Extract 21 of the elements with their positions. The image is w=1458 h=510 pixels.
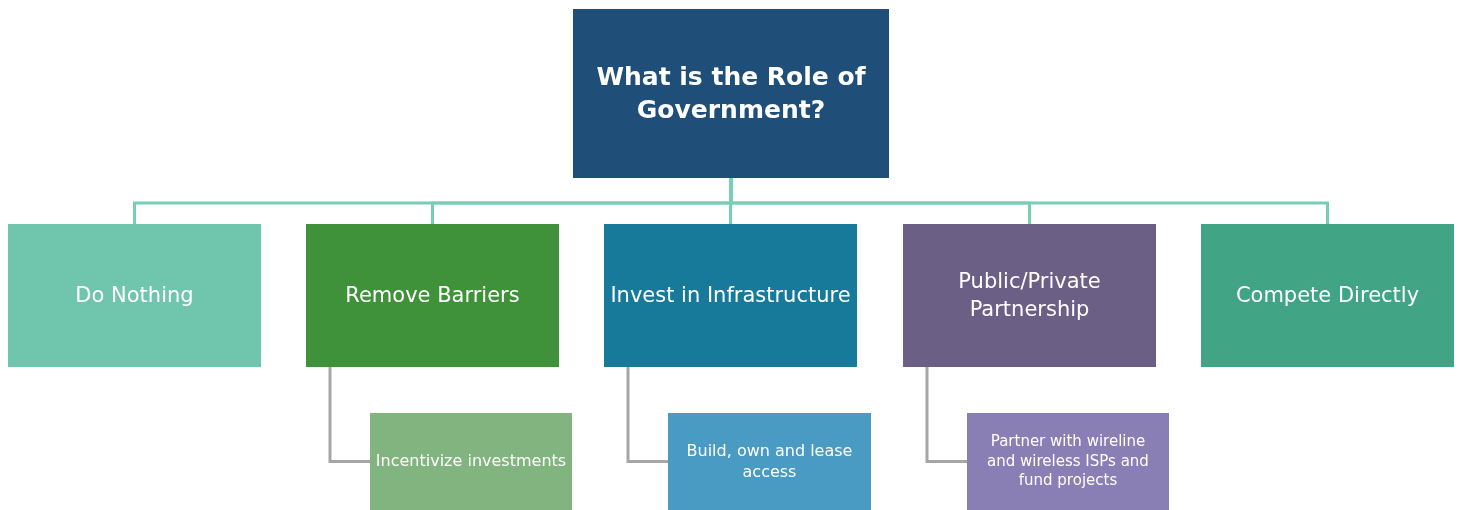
box-label: Partner with wireline and wireless ISPs and fund projects <box>986 432 1150 491</box>
box-label: Compete Directly <box>1235 281 1420 309</box>
box-label: Public/Private Partnership <box>957 268 1102 323</box>
box-label: Build, own and lease access <box>685 440 854 483</box>
process-box <box>306 224 559 367</box>
connector-line <box>626 367 668 463</box>
process-box <box>8 224 261 367</box>
connector-line <box>925 367 967 463</box>
process-box <box>1201 224 1454 367</box>
process-box <box>370 413 572 510</box>
process-box <box>604 224 857 367</box>
box-label: Invest in Infrastructure <box>610 281 851 309</box>
box-label: Incentivize investments <box>375 451 567 472</box>
process-box <box>573 9 889 178</box>
connector-line <box>328 367 370 463</box>
box-label: What is the Role of Government? <box>595 61 867 126</box>
box-label: Remove Barriers <box>345 281 520 309</box>
process-box <box>668 413 871 510</box>
box-label: Do Nothing <box>75 281 194 309</box>
process-box <box>903 224 1156 367</box>
process-box <box>967 413 1169 510</box>
